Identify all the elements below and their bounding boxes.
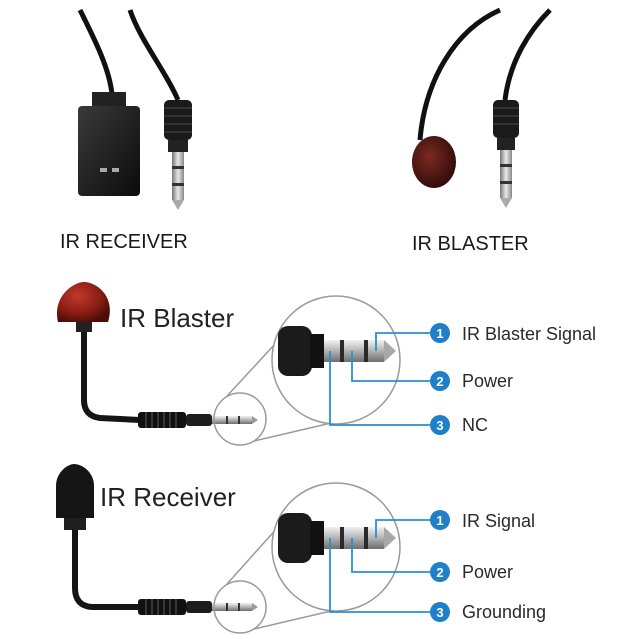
ir-blaster-head <box>56 282 110 322</box>
receiver-pin-2: 2 Power <box>430 562 513 582</box>
blaster-pin-3: 3 NC <box>430 415 488 435</box>
pin-badge <box>430 510 450 530</box>
pin-badge <box>430 415 450 435</box>
svg-text:1: 1 <box>436 326 443 341</box>
ir-blaster-diagram <box>56 282 430 446</box>
svg-text:3: 3 <box>436 605 443 620</box>
blaster-small-ring <box>213 392 267 446</box>
pin-badge <box>430 602 450 622</box>
pin-label: Power <box>462 371 513 391</box>
pin-badge <box>430 371 450 391</box>
svg-text:3: 3 <box>436 418 443 433</box>
pin-label: Power <box>462 562 513 582</box>
ir-blaster-caption: IR BLASTER <box>412 233 529 255</box>
receiver-pin-1: 1 IR Signal <box>430 510 535 531</box>
ir-receiver-photo <box>77 8 192 210</box>
svg-text:2: 2 <box>436 374 443 389</box>
ir-receiver-cable <box>72 530 140 610</box>
receiver-small-ring <box>213 580 267 634</box>
ir-receiver-plug <box>138 599 258 615</box>
pin-badge <box>430 323 450 343</box>
ir-blaster-plug <box>138 412 258 428</box>
svg-text:1: 1 <box>436 513 443 528</box>
pin-label: Grounding <box>462 602 546 622</box>
svg-text:2: 2 <box>436 565 443 580</box>
ir-receiver-caption: IR RECEIVER <box>60 231 188 253</box>
receiver-pin-3: 3 Grounding <box>430 602 546 622</box>
pin-label: IR Blaster Signal <box>462 324 596 344</box>
pin-badge <box>430 562 450 582</box>
ir-blaster-photo <box>412 7 552 208</box>
ir-receiver-title: IR Receiver <box>100 482 236 512</box>
ir-blaster-cable <box>81 332 141 423</box>
blaster-pin-2: 2 Power <box>430 371 513 391</box>
ir-receiver-diagram <box>56 464 430 634</box>
blaster-leader-lines <box>329 332 430 426</box>
receiver-leader-lines <box>329 519 430 613</box>
pin-label: IR Signal <box>462 511 535 531</box>
ir-blaster-title: IR Blaster <box>120 303 234 333</box>
pin-label: NC <box>462 415 488 435</box>
ir-receiver-head <box>56 464 94 518</box>
blaster-pin-1: 1 IR Blaster Signal <box>430 323 596 344</box>
